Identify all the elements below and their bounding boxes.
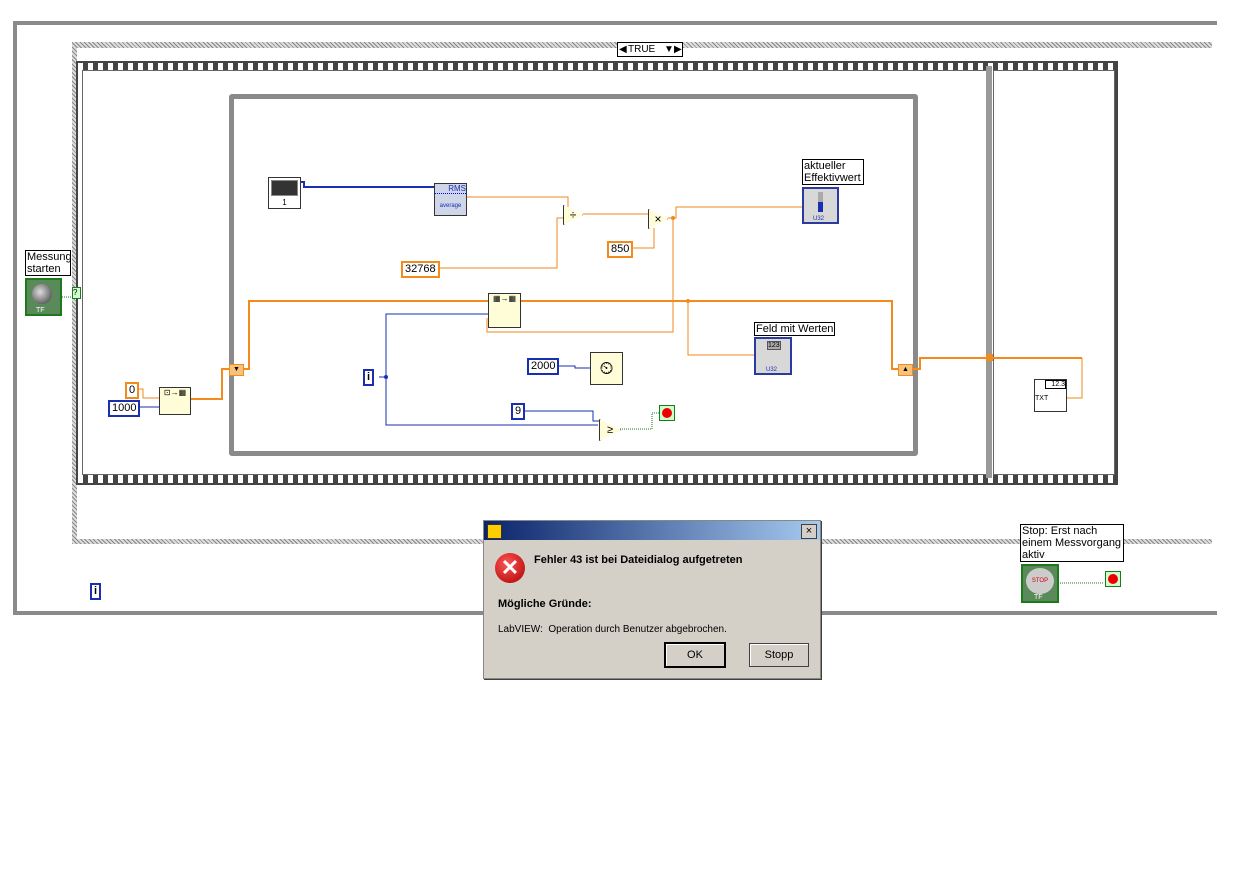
case-selector-terminal: ? xyxy=(72,287,81,299)
effektivwert-label: aktueller Effektivwert xyxy=(802,159,864,185)
messung-starten-button[interactable]: TF xyxy=(25,278,62,316)
iteration-terminal-outer: i xyxy=(90,583,102,600)
constant-2000[interactable]: 2000 xyxy=(527,358,560,375)
tf-label: TF xyxy=(1034,594,1043,601)
replace-array-subset-node[interactable]: ▦→▦ xyxy=(488,293,521,328)
type-label: U32 xyxy=(813,216,825,222)
stop-circle-icon xyxy=(1108,574,1118,584)
daq-icon xyxy=(271,180,298,196)
initialize-array-node[interactable]: ⊡→▦ xyxy=(159,387,191,415)
type-label: U32 xyxy=(766,367,778,373)
stop-label: Stop: Erst nach einem Messvorgang aktiv xyxy=(1020,524,1124,562)
stopp-button[interactable]: Stopp xyxy=(749,643,809,667)
average-label: average xyxy=(439,203,462,209)
stop-button[interactable]: STOP TF xyxy=(1021,564,1059,603)
dropdown-icon[interactable]: ▼ xyxy=(664,44,674,55)
prev-case-icon[interactable]: ◀ xyxy=(619,44,627,55)
daq-channel: 1 xyxy=(282,198,287,207)
wait-ms-metronome-node[interactable]: ⏲ xyxy=(590,352,623,385)
daq-assistant-node[interactable]: 1 xyxy=(268,177,301,209)
dialog-title-bar: × xyxy=(484,521,820,540)
effektivwert-indicator: U32 xyxy=(802,187,839,224)
constant-0[interactable]: 0 xyxy=(125,382,140,399)
case-selector[interactable]: ◀ TRUE ▼ ▶ xyxy=(617,42,683,57)
error-dialog: × ✕ Fehler 43 ist bei Dateidialog aufget… xyxy=(483,520,821,679)
stop-button-text: STOP xyxy=(1026,568,1054,594)
constant-1000[interactable]: 1000 xyxy=(108,400,141,417)
outer-loop-stop-condition[interactable] xyxy=(1105,571,1121,587)
waveform-icon xyxy=(435,193,466,203)
constant-850[interactable]: 850 xyxy=(607,241,634,258)
write-to-spreadsheet-file-node[interactable]: 12.3 TXT xyxy=(1034,379,1067,412)
shift-register-right: ▲ xyxy=(898,364,913,376)
inner-while-loop xyxy=(229,94,918,456)
inner-loop-stop-condition[interactable] xyxy=(659,405,675,421)
constant-9[interactable]: 9 xyxy=(511,403,526,420)
next-case-icon[interactable]: ▶ xyxy=(674,44,682,55)
feld-mit-werten-indicator: 123 U32 xyxy=(754,337,792,375)
array-num-label: 123 xyxy=(767,341,781,350)
iteration-terminal-inner: i xyxy=(363,369,375,386)
ok-button[interactable]: OK xyxy=(664,642,726,668)
stop-circle-icon xyxy=(662,408,672,418)
tf-label: TF xyxy=(36,307,45,314)
shift-register-left: ▼ xyxy=(229,364,244,376)
knob-icon xyxy=(32,284,52,304)
labview-icon xyxy=(487,524,502,539)
sequence-divider xyxy=(986,66,992,478)
dialog-heading: Fehler 43 ist bei Dateidialog aufgetrete… xyxy=(534,554,743,566)
rms-label: RMS xyxy=(448,184,466,193)
rms-average-node[interactable]: RMS average xyxy=(434,183,467,216)
constant-32768[interactable]: 32768 xyxy=(401,261,440,278)
feld-mit-werten-label: Feld mit Werten xyxy=(754,322,836,336)
level-bar-icon xyxy=(818,192,823,212)
messung-starten-label: Messung starten xyxy=(25,250,72,276)
error-icon: ✕ xyxy=(495,553,525,583)
write-file-txt: TXT xyxy=(1035,395,1049,402)
dialog-message: LabVIEW: Operation durch Benutzer abgebr… xyxy=(498,624,727,635)
reasons-label: Mögliche Gründe: xyxy=(498,598,592,610)
write-file-num: 12.3 xyxy=(1045,380,1066,389)
close-button[interactable]: × xyxy=(801,524,817,539)
case-selector-value: TRUE xyxy=(628,44,656,55)
